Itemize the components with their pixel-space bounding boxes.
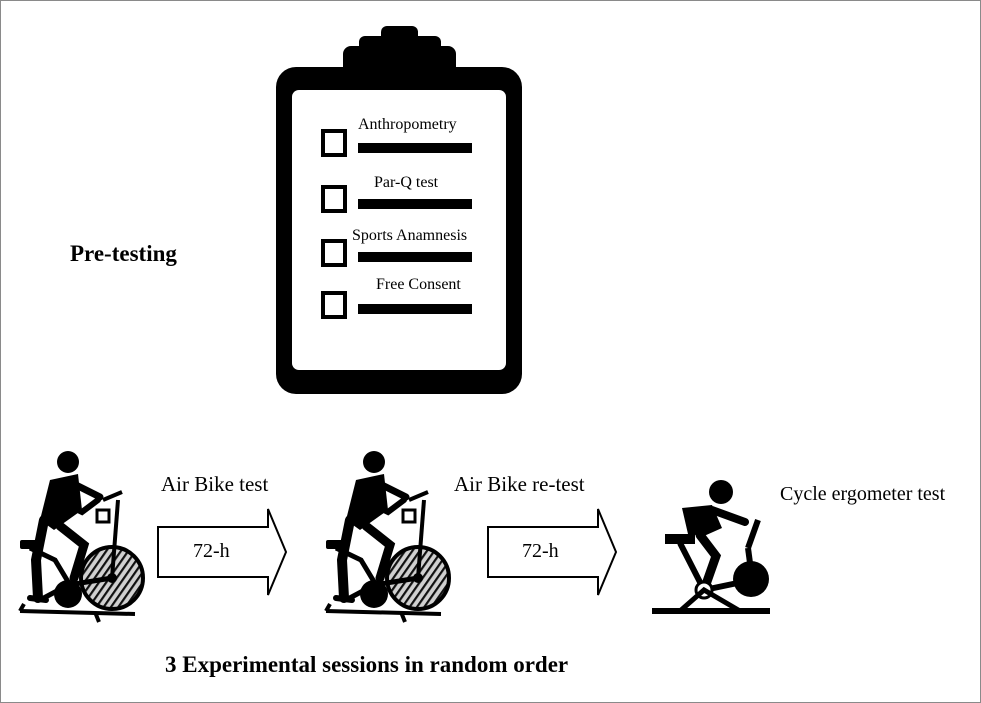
- air-bike-rider-icon: [326, 451, 449, 622]
- checkbox-icon: [321, 185, 347, 213]
- air-bike-retest-label: Air Bike re-test: [454, 472, 585, 496]
- clipboard-icon: [276, 26, 522, 394]
- interval-label-second: 72-h: [522, 540, 559, 562]
- cycle-ergometer-icon: [652, 480, 770, 614]
- checkbox-icon: [321, 129, 347, 157]
- checklist-item-sports-anamnesis: Sports Anamnesis: [352, 227, 468, 244]
- checklist-item-free-consent: Free Consent: [376, 276, 461, 293]
- list-line: [358, 143, 472, 153]
- checklist-item-anthropometry: Anthropometry: [358, 116, 457, 133]
- pretesting-title: Pre-testing: [70, 241, 177, 266]
- air-bike-rider-icon: [20, 451, 143, 622]
- checkbox-icon: [321, 239, 347, 267]
- cycle-ergometer-test-label: Cycle ergometer test: [780, 483, 946, 505]
- footer-caption: 3 Experimental sessions in random order: [165, 652, 569, 677]
- air-bike-test-label: Air Bike test: [161, 472, 269, 496]
- checkbox-icon: [321, 291, 347, 319]
- list-line: [358, 304, 472, 314]
- interval-label-first: 72-h: [193, 540, 230, 562]
- list-line: [358, 199, 472, 209]
- checklist-item-parq: Par-Q test: [374, 174, 439, 191]
- list-line: [358, 252, 472, 262]
